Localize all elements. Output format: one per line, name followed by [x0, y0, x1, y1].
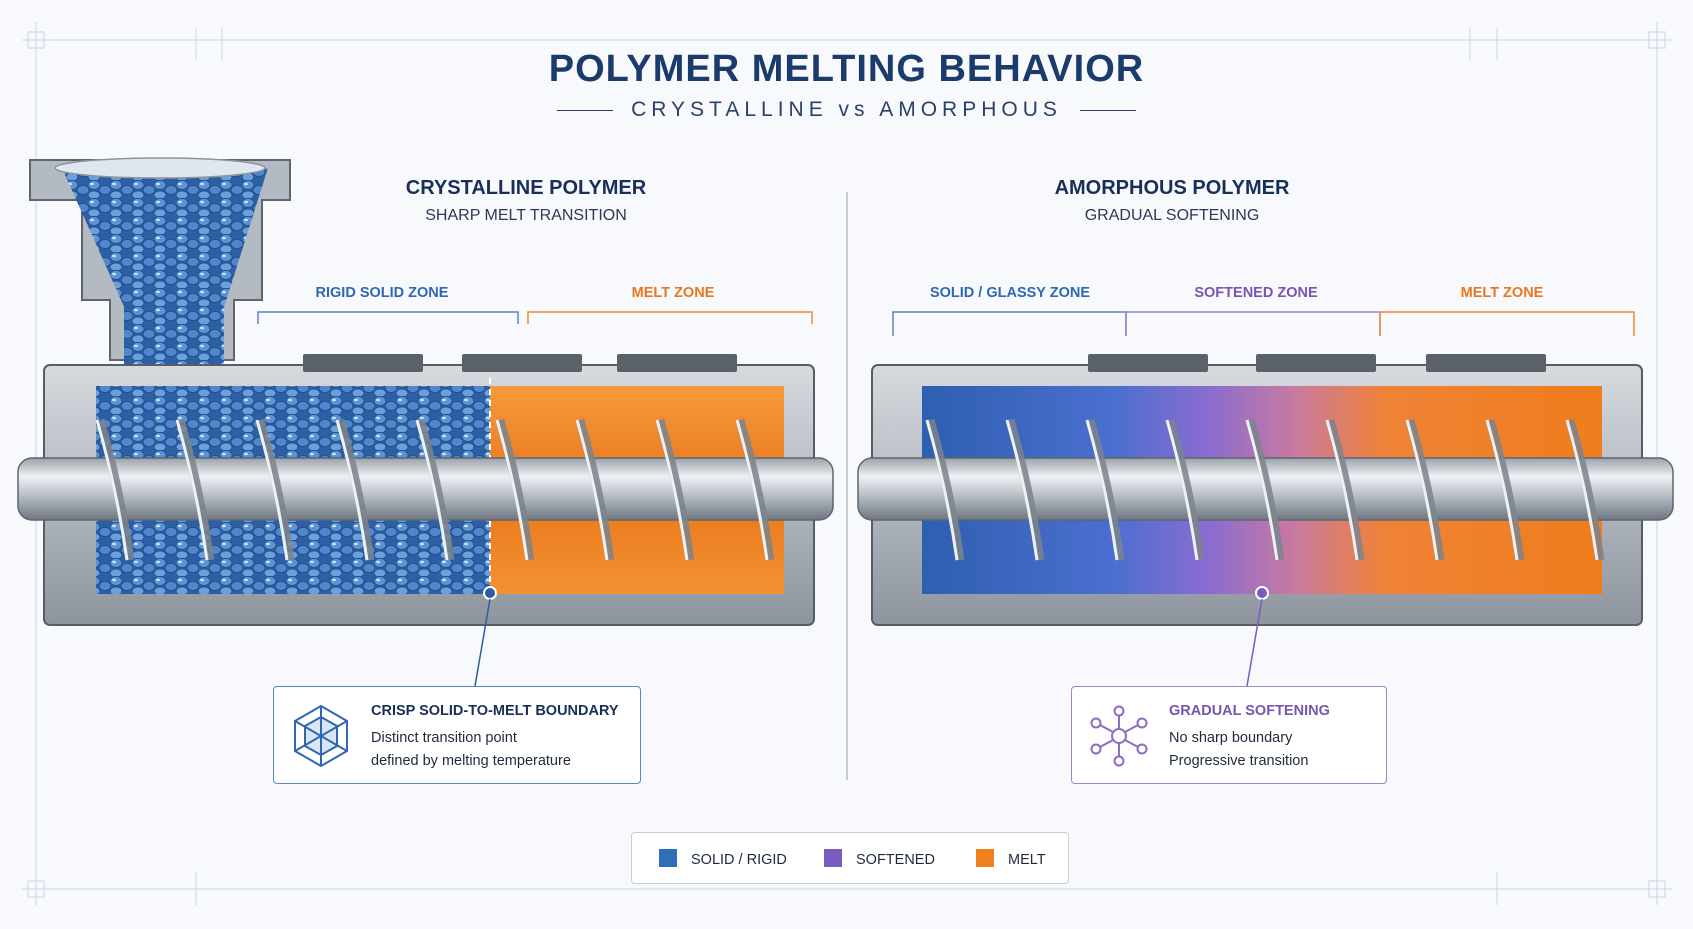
amorphous-callout-title: GRADUAL SOFTENING — [1169, 703, 1330, 719]
zone-label-melt-right: MELT ZONE — [1460, 285, 1544, 301]
legend-item-melt: MELT — [976, 849, 1046, 868]
amorphous-callout-line1: No sharp boundary — [1169, 730, 1293, 746]
legend: SOLID / RIGID SOFTENED MELT — [631, 832, 1069, 884]
zone-label-softened: SOFTENED ZONE — [1194, 285, 1318, 301]
panel-divider — [846, 192, 848, 780]
zone-label-rigid-solid: RIGID SOLID ZONE — [315, 285, 449, 301]
right-panel-title: AMORPHOUS POLYMER — [1054, 177, 1290, 199]
left-panel-title: CRYSTALLINE POLYMER — [405, 177, 647, 199]
molecular-network-icon — [1090, 705, 1148, 767]
crystalline-callout-title: CRISP SOLID-TO-MELT BOUNDARY — [371, 703, 619, 719]
left-barrel — [17, 354, 834, 687]
zone-label-melt-left: MELT ZONE — [631, 285, 715, 301]
left-panel-subtitle: SHARP MELT TRANSITION — [425, 207, 627, 224]
hopper — [29, 157, 291, 370]
crystal-lattice-icon — [294, 704, 348, 768]
legend-swatch-solid — [659, 849, 677, 867]
crystalline-callout: CRISP SOLID-TO-MELT BOUNDARY Distinct tr… — [273, 686, 641, 784]
crystalline-callout-line2: defined by melting temperature — [371, 753, 571, 769]
legend-item-solid: SOLID / RIGID — [659, 849, 787, 868]
legend-item-softened: SOFTENED — [824, 849, 935, 868]
amorphous-callout: GRADUAL SOFTENING No sharp boundary Prog… — [1071, 686, 1387, 784]
legend-swatch-melt — [976, 849, 994, 867]
amorphous-callout-line2: Progressive transition — [1169, 753, 1309, 769]
legend-swatch-softened — [824, 849, 842, 867]
right-panel-subtitle: GRADUAL SOFTENING — [1084, 207, 1260, 224]
main-title: POLYMER MELTING BEHAVIOR — [548, 48, 1145, 90]
crystalline-callout-line1: Distinct transition point — [371, 730, 517, 746]
zone-label-solid-glassy: SOLID / GLASSY ZONE — [929, 285, 1091, 301]
right-barrel — [857, 354, 1674, 687]
main-subtitle: CRYSTALLINE vs AMORPHOUS — [0, 98, 1693, 122]
